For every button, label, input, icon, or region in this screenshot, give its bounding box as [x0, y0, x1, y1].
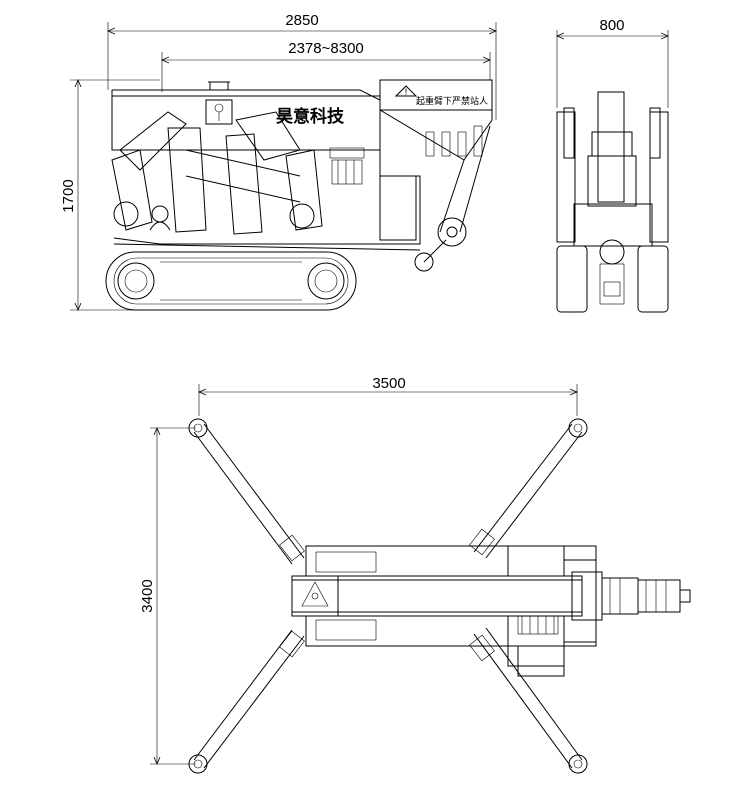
outrigger-bottom-right	[469, 627, 588, 774]
dim-side-height-label: 1700	[60, 179, 77, 212]
outrigger-bottom-left	[188, 629, 305, 774]
top-view: 3500 3400	[139, 375, 691, 774]
dim-side-height: 1700	[60, 80, 170, 310]
dim-front-width-label: 800	[599, 17, 624, 34]
side-view: 2850 2378~8300 1700 ! 起重臂	[60, 12, 496, 310]
dim-front-width: 800	[557, 17, 668, 108]
side-boom: ! 起重臂下严禁站人	[111, 79, 493, 161]
side-body	[113, 150, 421, 251]
front-view: 800	[557, 17, 668, 313]
warning-triangle-icon	[394, 85, 418, 97]
side-crawler-track	[105, 251, 357, 311]
dim-side-length-label: 2850	[285, 12, 318, 29]
outrigger-top-left	[188, 418, 305, 565]
svg-text:!: !	[405, 87, 408, 97]
side-control-valves	[329, 147, 365, 185]
dim-side-length: 2850	[108, 12, 496, 120]
dim-boom-length-label: 2378~8300	[288, 40, 364, 57]
dim-top-depth-label: 3400	[139, 579, 156, 612]
warning-text: 起重臂下严禁站人	[416, 95, 488, 106]
brand-text: 昊意科技	[276, 106, 345, 126]
hook-icon	[414, 252, 434, 272]
top-boom	[291, 571, 691, 621]
dim-boom-length: 2378~8300	[162, 40, 490, 92]
outrigger-top-right	[469, 418, 588, 559]
dim-top-span-label: 3500	[372, 375, 405, 392]
dim-top-span: 3500	[199, 375, 577, 416]
side-outriggers	[111, 111, 323, 235]
dim-top-depth: 3400	[139, 428, 196, 764]
side-jib	[414, 125, 491, 272]
